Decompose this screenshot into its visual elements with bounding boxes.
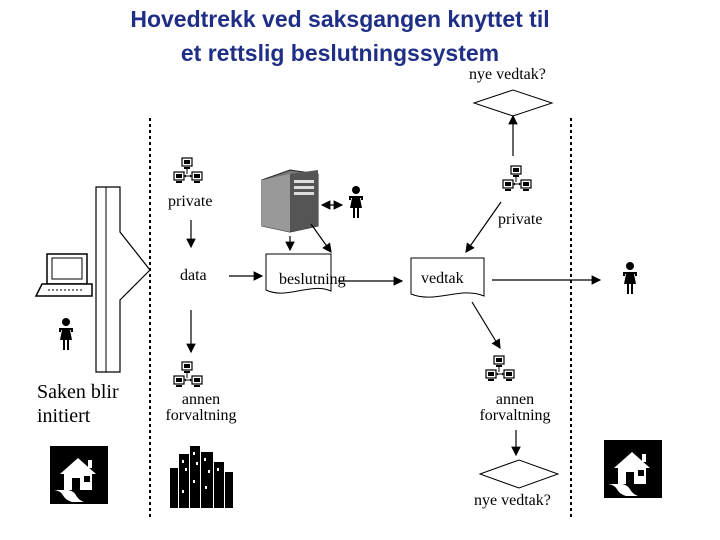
label-nye-vedtak-bottom: nye vedtak?	[474, 492, 551, 509]
network-icon-top-right	[502, 165, 532, 192]
person-icon-right	[623, 262, 637, 294]
person-icon-left	[59, 318, 73, 350]
label-annen-right-line-2: forvaltning	[479, 407, 551, 424]
diamond-top	[472, 89, 554, 117]
label-annen-right-line-1: annen	[495, 391, 535, 408]
label-beslutning: beslutning	[279, 271, 346, 288]
server-icon	[261, 169, 319, 233]
title-line-2: et rettslig beslutningssystem	[180, 40, 500, 66]
label-saken-line-2: initiert	[37, 405, 91, 427]
label-vedtak: vedtak	[421, 270, 464, 287]
computer-icon	[34, 253, 93, 297]
label-nye-vedtak-top: nye vedtak?	[469, 66, 546, 83]
label-saken-line-1: Saken blir	[37, 381, 119, 403]
vedtak-box	[410, 257, 485, 298]
network-icon-top-left	[173, 157, 203, 184]
title-line-1: Hovedtrekk ved saksgangen knyttet til	[130, 6, 550, 32]
beslutning-box	[265, 253, 332, 294]
label-private-left: private	[168, 193, 213, 210]
person-icon-center	[349, 186, 363, 218]
label-annen-left-line-1: annen	[181, 391, 221, 408]
diamond-bottom	[478, 459, 560, 489]
network-icon-bottom-left	[173, 361, 203, 388]
network-icon-bottom-right	[485, 355, 515, 382]
intake-arrow-shape	[95, 186, 151, 373]
label-annen-left-line-2: forvaltning	[165, 407, 237, 424]
house-icon-right	[604, 440, 662, 498]
city-icon	[170, 446, 233, 508]
house-icon-left	[50, 446, 108, 504]
label-private-right: private	[498, 211, 543, 228]
label-data: data	[180, 267, 207, 284]
